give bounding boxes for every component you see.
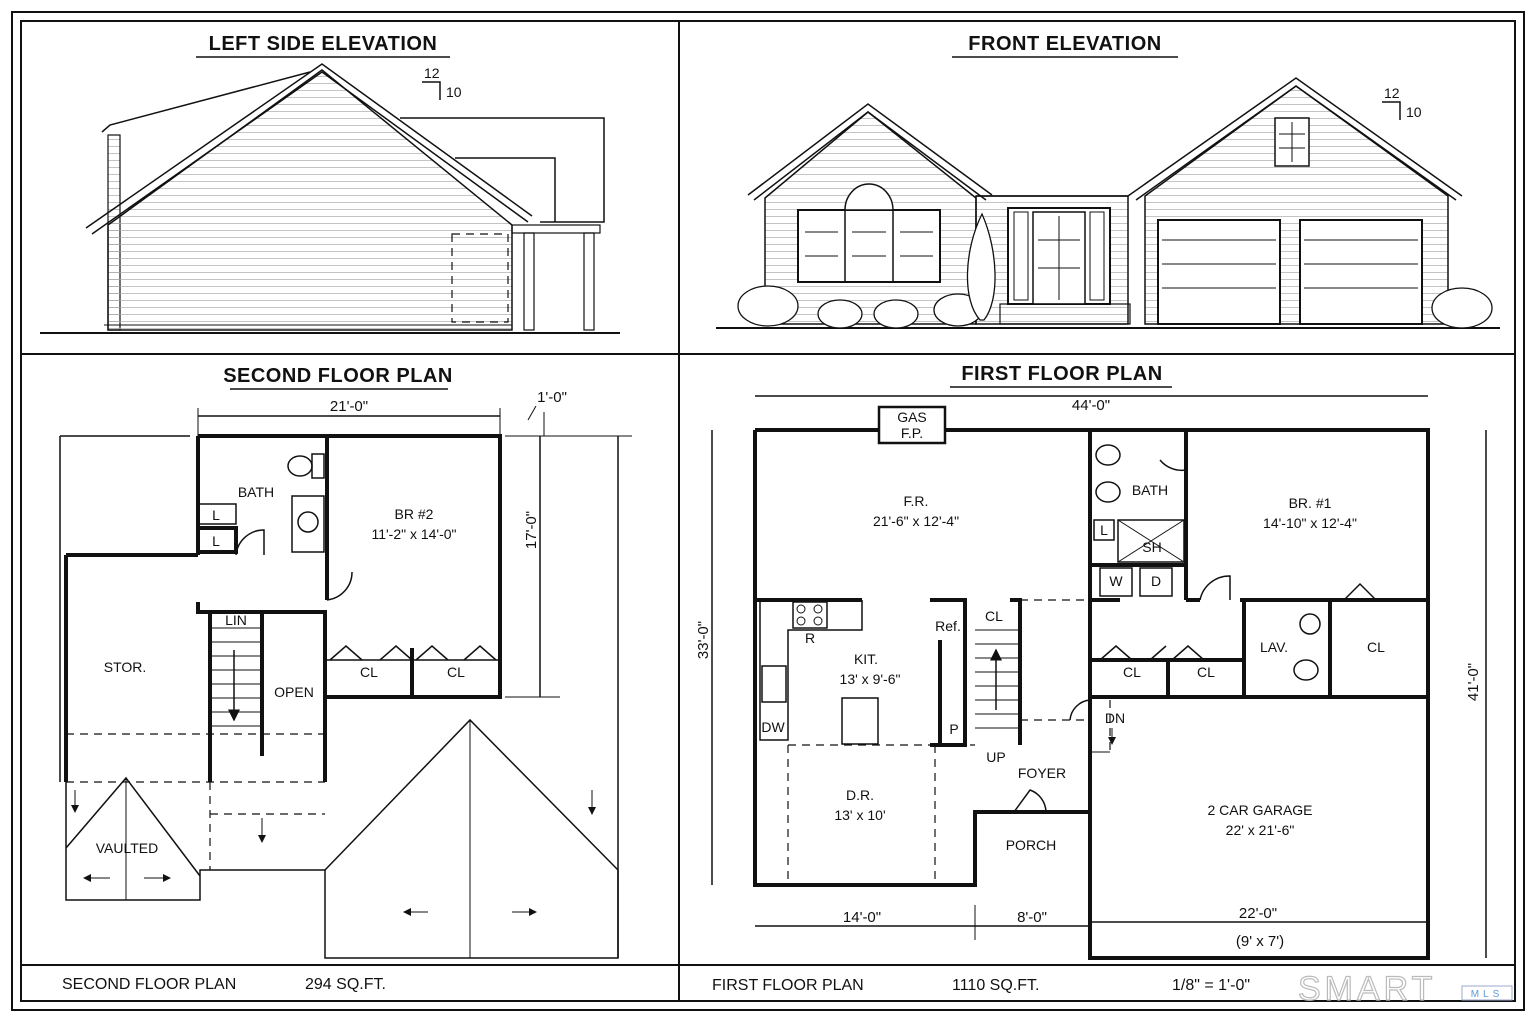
front-elevation-title: FRONT ELEVATION bbox=[968, 33, 1161, 55]
kit-size: 13' x 9'-6" bbox=[840, 671, 901, 687]
cl-b-label: CL bbox=[1197, 664, 1215, 680]
vaulted-label: VAULTED bbox=[96, 840, 159, 856]
first-linen-label: L bbox=[1100, 522, 1108, 538]
porch-label: PORCH bbox=[1006, 837, 1057, 853]
dw-label: DW bbox=[761, 719, 785, 735]
dryer-label: D bbox=[1151, 573, 1161, 589]
scale-note: 1/8" = 1'-0" bbox=[1172, 977, 1250, 994]
br2-name: BR #2 bbox=[395, 506, 434, 522]
lav-cl-label: CL bbox=[1367, 639, 1385, 655]
first-bath-label: BATH bbox=[1132, 482, 1168, 498]
second-width-dim: 21'-0" bbox=[330, 398, 368, 415]
dr-size: 13' x 10' bbox=[834, 807, 885, 823]
lav-label: LAV. bbox=[1260, 639, 1288, 655]
first-floor-plan: FIRST FLOOR PLAN 44'-0" 33'-0" 41'-0" 14… bbox=[695, 363, 1487, 960]
front-elevation: FRONT ELEVATION 12 10 bbox=[716, 33, 1500, 329]
fp-label: F.P. bbox=[901, 425, 923, 441]
mls-logo: MLS bbox=[1471, 989, 1504, 1000]
front-pitch-run: 12 bbox=[1384, 85, 1400, 101]
second-cl-1: CL bbox=[360, 664, 378, 680]
garage-size: 22' x 21'-6" bbox=[1226, 822, 1295, 838]
garage-door-dim: (9' x 7') bbox=[1236, 933, 1284, 950]
stor-label: STOR. bbox=[104, 659, 147, 675]
second-footer-label: SECOND FLOOR PLAN bbox=[62, 976, 236, 993]
front-right-dim: 22'-0" bbox=[1239, 905, 1277, 922]
linen-label-2: L bbox=[212, 533, 220, 549]
left-side-elevation: LEFT SIDE ELEVATION 12 10 bbox=[40, 33, 620, 334]
left-elevation-title: LEFT SIDE ELEVATION bbox=[209, 33, 438, 55]
kit-name: KIT. bbox=[854, 651, 878, 667]
left-pitch-rise: 10 bbox=[446, 84, 462, 100]
second-floor-title: SECOND FLOOR PLAN bbox=[223, 365, 453, 387]
first-footer-label: FIRST FLOOR PLAN bbox=[712, 977, 864, 994]
front-left-dim: 14'-0" bbox=[843, 909, 881, 926]
front-mid-dim: 8'-0" bbox=[1017, 909, 1047, 926]
smart-logo: SMART bbox=[1298, 970, 1436, 1008]
second-cl-2: CL bbox=[447, 664, 465, 680]
range-label: R bbox=[805, 630, 815, 646]
lin-label: LIN bbox=[225, 612, 247, 628]
gas-label: GAS bbox=[897, 409, 927, 425]
garage-name: 2 CAR GARAGE bbox=[1207, 802, 1312, 818]
dr-name: D.R. bbox=[846, 787, 874, 803]
footer: SECOND FLOOR PLAN 294 SQ.FT. FIRST FLOOR… bbox=[62, 969, 1513, 1009]
first-width-dim: 44'-0" bbox=[1072, 397, 1110, 414]
dn-label: DN bbox=[1105, 710, 1125, 726]
br1-name: BR. #1 bbox=[1289, 495, 1332, 511]
second-overhang-dim: 1'-0" bbox=[537, 389, 567, 406]
fr-name: F.R. bbox=[904, 493, 929, 509]
up-label: UP bbox=[986, 749, 1005, 765]
front-pitch-rise: 10 bbox=[1406, 104, 1422, 120]
open-label: OPEN bbox=[274, 684, 314, 700]
first-footer-area: 1110 SQ.FT. bbox=[952, 977, 1039, 994]
second-floor-plan: SECOND FLOOR PLAN 21'-0" 1'-0" 17'-0" bbox=[59, 365, 632, 959]
linen-label-1: L bbox=[212, 507, 220, 523]
br1-size: 14'-10" x 12'-4" bbox=[1263, 515, 1357, 531]
left-pitch-run: 12 bbox=[424, 65, 440, 81]
foyer-label: FOYER bbox=[1018, 765, 1066, 781]
first-depth-right-dim: 41'-0" bbox=[1465, 663, 1482, 701]
ref-label: Ref. bbox=[935, 618, 961, 634]
second-bath-label: BATH bbox=[238, 484, 274, 500]
sheet-frame bbox=[11, 11, 1525, 1011]
second-footer-area: 294 SQ.FT. bbox=[305, 976, 386, 993]
washer-label: W bbox=[1109, 573, 1123, 589]
pantry-label: P bbox=[949, 721, 958, 737]
first-floor-title: FIRST FLOOR PLAN bbox=[961, 363, 1162, 385]
fr-size: 21'-6" x 12'-4" bbox=[873, 513, 959, 529]
hall-cl-label: CL bbox=[985, 608, 1003, 624]
br2-size: 11'-2" x 14'-0" bbox=[371, 526, 456, 542]
second-depth-dim: 17'-0" bbox=[523, 511, 540, 549]
shower-label: SH bbox=[1142, 539, 1161, 555]
cl-a-label: CL bbox=[1123, 664, 1141, 680]
first-depth-left-dim: 33'-0" bbox=[695, 621, 712, 659]
